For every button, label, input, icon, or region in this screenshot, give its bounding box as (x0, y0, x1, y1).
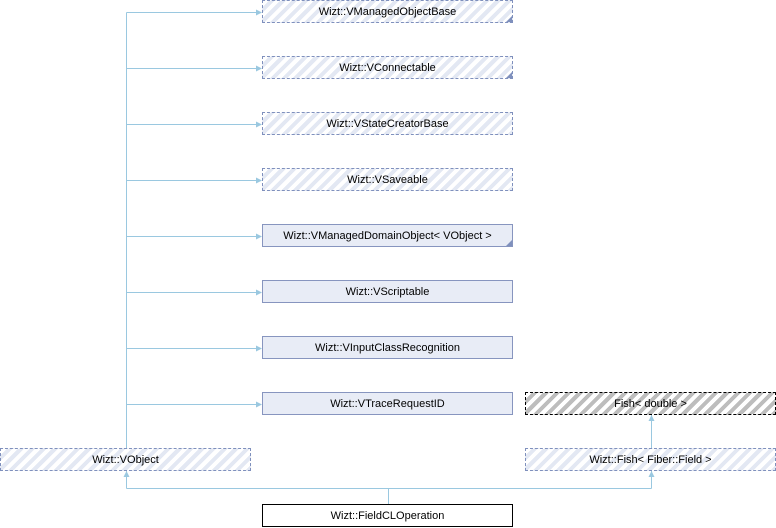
arrow-head (256, 177, 262, 184)
class-node-vsaveable[interactable]: Wizt::VSaveable (262, 168, 513, 191)
class-node-vscriptable[interactable]: Wizt::VScriptable (262, 280, 513, 303)
class-node-fish-fiber-field[interactable]: Wizt::Fish< Fiber::Field > (525, 448, 776, 471)
class-label: Wizt::VScriptable (345, 285, 430, 298)
arrow-head (648, 415, 655, 421)
arrow-head (256, 121, 262, 128)
class-node-fish-double: Fish< double > (525, 392, 776, 415)
arrow-head (256, 289, 262, 296)
arrow-head (256, 233, 262, 240)
class-node-vmanageddomainobject[interactable]: Wizt::VManagedDomainObject< VObject > (262, 224, 513, 247)
class-label: Wizt::VTraceRequestID (330, 397, 445, 410)
arrow-head (256, 9, 262, 16)
class-node-vinputclassrecognition[interactable]: Wizt::VInputClassRecognition (262, 336, 513, 359)
class-node-vstatecreatorbase[interactable]: Wizt::VStateCreatorBase (262, 112, 513, 135)
class-label: Wizt::VInputClassRecognition (315, 341, 460, 354)
class-node-vconnectable[interactable]: Wizt::VConnectable (262, 56, 513, 79)
class-label: Wizt::VConnectable (339, 61, 436, 74)
arrow-head (648, 471, 655, 477)
arrow-head (256, 401, 262, 408)
class-label: Wizt::VManagedObjectBase (318, 5, 457, 18)
class-node-vmanagedobjectbase[interactable]: Wizt::VManagedObjectBase (262, 0, 513, 23)
arrow-head (256, 65, 262, 72)
class-node-vtracerequestid[interactable]: Wizt::VTraceRequestID (262, 392, 513, 415)
class-label: Fish< double > (614, 397, 687, 410)
class-label: Wizt::Fish< Fiber::Field > (589, 453, 712, 466)
class-node-fieldcloperation: Wizt::FieldCLOperation (262, 504, 513, 527)
class-label: Wizt::VObject (92, 453, 159, 466)
class-label: Wizt::FieldCLOperation (330, 509, 445, 522)
class-label: Wizt::VStateCreatorBase (326, 117, 449, 130)
class-label: Wizt::VSaveable (347, 173, 428, 186)
arrow-head (256, 345, 262, 352)
class-label: Wizt::VManagedDomainObject< VObject > (283, 229, 492, 242)
arrow-head (123, 471, 130, 477)
class-node-vobject[interactable]: Wizt::VObject (0, 448, 251, 471)
